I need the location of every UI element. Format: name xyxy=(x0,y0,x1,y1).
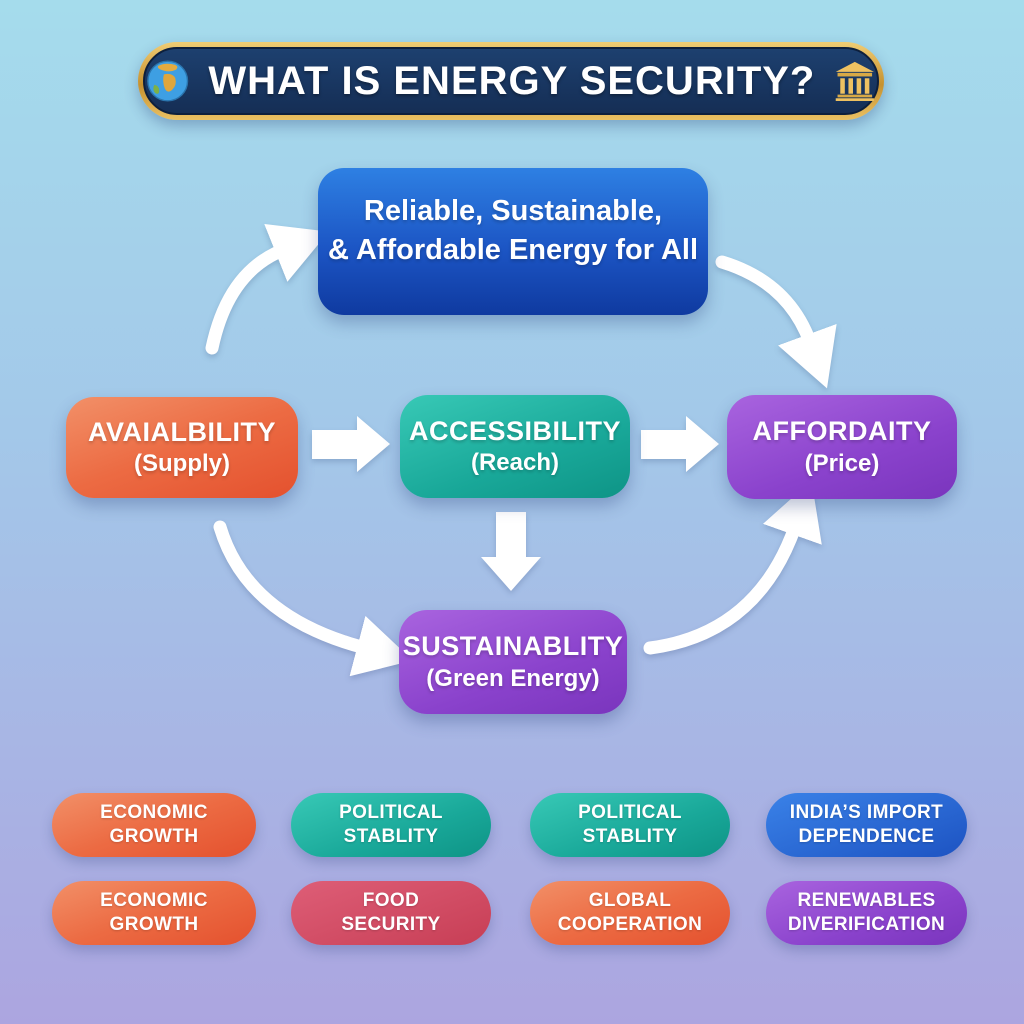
badge-line: COOPERATION xyxy=(557,914,703,935)
badge-food-security: FOOD SECURITY xyxy=(291,881,491,945)
block-arrow-accessibility-to-affordability xyxy=(641,416,719,472)
badge-renewables-diversification: RENEWABLES DIVERIFICATION xyxy=(766,881,967,945)
badge-line: GROWTH xyxy=(109,914,199,935)
pillar-affordability-subtitle: (Price) xyxy=(804,449,880,477)
badge-global-cooperation: GLOBAL COOPERATION xyxy=(530,881,730,945)
pillar-affordability: AFFORDAITY (Price) xyxy=(727,395,957,499)
badge-line: POLITICAL xyxy=(578,802,682,824)
pillar-accessibility-subtitle: (Reach) xyxy=(470,449,560,477)
badge-line: DIVERIFICATION xyxy=(787,914,946,935)
badge-economic-growth-1: ECONOMIC GROWTH xyxy=(52,793,256,857)
goal-line1: Reliable, Sustainable, xyxy=(363,195,663,227)
page-title: WHAT IS ENERGY SECURITY? xyxy=(208,58,816,103)
pillar-sustainability-title: SUSTAINABLITY xyxy=(402,631,624,662)
bank-icon xyxy=(836,61,875,101)
pillar-availability-title: AVAIALBILITY xyxy=(88,416,276,447)
badge-line: GROWTH xyxy=(109,826,199,847)
badge-line: RENEWABLES xyxy=(797,890,936,912)
badge-line: GLOBAL xyxy=(588,890,672,912)
badge-political-stability-2: POLITICAL STABLITY xyxy=(530,793,730,857)
pillar-accessibility-title: ACCESSIBILITY xyxy=(408,415,622,446)
title-banner: WHAT IS ENERGY SECURITY? xyxy=(138,42,884,120)
goal-line2: & Affordable Energy for All xyxy=(327,234,699,267)
badge-line: STABLITY xyxy=(343,826,439,847)
badge-line: ECONOMIC xyxy=(100,802,208,824)
badge-line: INDIA’S IMPORT xyxy=(789,802,944,824)
pillar-availability-subtitle: (Supply) xyxy=(134,450,230,478)
curved-arrow-goal-to-affordability xyxy=(715,255,837,389)
badge-line: ECONOMIC xyxy=(100,890,208,912)
goal-box: Reliable, Sustainable, & Affordable Ener… xyxy=(318,168,708,315)
badge-political-stability-1: POLITICAL STABLITY xyxy=(291,793,491,857)
block-arrow-availability-to-accessibility xyxy=(312,416,390,472)
badge-economic-growth-2: ECONOMIC GROWTH xyxy=(52,881,256,945)
badge-line: FOOD xyxy=(362,890,420,912)
pillar-sustainability: SUSTAINABLITY (Green Energy) xyxy=(399,610,627,714)
pillar-accessibility: ACCESSIBILITY (Reach) xyxy=(400,395,630,498)
badge-line: DEPENDENCE xyxy=(798,826,935,847)
pillar-sustainability-subtitle: (Green Energy) xyxy=(426,664,600,692)
globe-icon xyxy=(147,60,189,102)
badge-indias-import-dependence: INDIA’S IMPORT DEPENDENCE xyxy=(766,793,967,857)
badge-line: POLITICAL xyxy=(339,802,443,824)
curved-arrow-sustainability-to-affordability xyxy=(643,480,822,655)
title-banner-inner: WHAT IS ENERGY SECURITY? xyxy=(143,47,879,115)
badge-line: SECURITY xyxy=(341,914,441,935)
pillar-availability: AVAIALBILITY (Supply) xyxy=(66,397,298,498)
block-arrow-accessibility-to-sustainability xyxy=(481,512,541,591)
pillar-affordability-title: AFFORDAITY xyxy=(752,416,932,447)
curved-arrow-availability-to-sustainability xyxy=(213,520,413,677)
badge-line: STABLITY xyxy=(582,826,678,847)
curved-arrow-left-to-goal xyxy=(205,223,329,355)
